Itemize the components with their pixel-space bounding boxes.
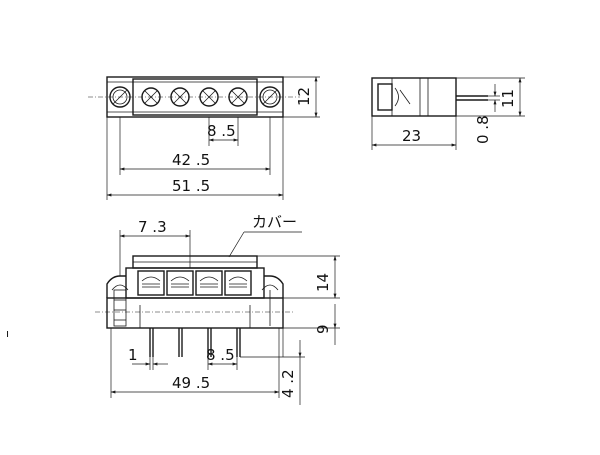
cover-label: カバー [252, 213, 297, 231]
top-mount-hole-left [109, 86, 131, 108]
top-pitch-label: 8 .5 [207, 122, 236, 140]
front-flange-left [106, 275, 126, 298]
front-pin-4 [236, 328, 241, 357]
stray-mark: ı [6, 327, 9, 340]
front-pin-2 [178, 328, 183, 357]
side-screw-head [394, 87, 399, 107]
front-terminal-body [125, 267, 265, 299]
front-base [106, 297, 284, 329]
side-pin-label: 0 .8 [474, 115, 492, 144]
top-screw-3 [199, 87, 219, 107]
front-terminal-3 [195, 270, 223, 296]
front-pin-width-label: 1 [128, 346, 138, 364]
side-depth-label: 23 [402, 127, 421, 145]
top-height-label: 12 [295, 87, 313, 106]
top-terminal-block [132, 78, 258, 116]
top-screw-1 [141, 87, 161, 107]
top-inner-label: 42 .5 [172, 151, 210, 169]
top-overall-label: 51 .5 [172, 177, 210, 195]
side-cover-inner [377, 83, 393, 111]
front-terminal-4 [224, 270, 252, 296]
top-screw-4 [228, 87, 248, 107]
top-screw-2 [170, 87, 190, 107]
front-pitch-label: 8 .5 [206, 346, 235, 364]
front-terminal-2 [166, 270, 194, 296]
front-flange-right [264, 275, 284, 298]
side-height-label: 11 [499, 89, 517, 108]
front-offset-label: 7 .3 [138, 218, 167, 236]
top-view: 8 .5 42 .5 51 .5 12 [88, 76, 320, 200]
top-body-outline [106, 76, 284, 118]
front-overall-label: 49 .5 [172, 374, 210, 392]
front-pin-3 [207, 328, 212, 357]
front-mount-screw-right [261, 284, 279, 326]
front-foot-label: 4 .2 [279, 369, 297, 398]
front-height-label: 14 [314, 273, 332, 292]
front-view: 7 .3 カバー 14 9 1 8 .5 49 .5 [95, 213, 340, 405]
front-mount-screw-left [111, 284, 129, 327]
side-view: 23 11 0 .8 [371, 77, 525, 150]
front-terminal-1 [137, 270, 165, 296]
front-pin-1 [149, 328, 154, 357]
front-pin-length-label: 9 [314, 324, 332, 334]
top-mount-hole-right [259, 86, 281, 108]
cover-leader [228, 231, 245, 258]
